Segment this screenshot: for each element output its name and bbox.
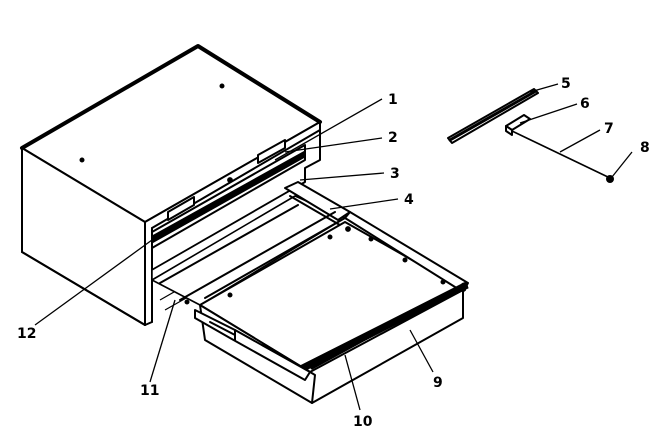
callout-7: 7 bbox=[604, 121, 614, 137]
screw-hole-top bbox=[219, 83, 225, 89]
drawer-handle-left bbox=[167, 196, 195, 221]
drawer-right-side bbox=[344, 211, 469, 293]
drawer-rivet-right-1 bbox=[368, 236, 374, 242]
drawer-stop bbox=[345, 226, 351, 232]
callout-3: 3 bbox=[390, 166, 400, 182]
callout-6: 6 bbox=[580, 96, 590, 112]
screw-hole-left bbox=[79, 157, 85, 163]
callout-11: 11 bbox=[140, 383, 159, 399]
part-bracket bbox=[505, 114, 531, 136]
callout-12: 12 bbox=[17, 326, 36, 342]
callout-4: 4 bbox=[404, 192, 414, 208]
rail-end-cap bbox=[460, 282, 468, 290]
drawer-rivet-right-2 bbox=[402, 257, 408, 263]
part-strip bbox=[447, 88, 539, 144]
callout-2: 2 bbox=[388, 130, 398, 146]
drawer-handle-top bbox=[257, 139, 286, 164]
drawer-rivet-right-3 bbox=[440, 279, 446, 285]
callout-8: 8 bbox=[640, 140, 650, 156]
callout-9: 9 bbox=[433, 375, 443, 391]
lock-keyhole bbox=[227, 177, 233, 183]
part-rod bbox=[511, 130, 611, 179]
callout-10: 10 bbox=[353, 414, 373, 430]
drawer-rivet-back bbox=[327, 234, 333, 240]
callout-labels: 1 2 3 4 5 6 7 8 9 10 11 12 bbox=[17, 76, 650, 430]
leader-lines bbox=[34, 83, 633, 411]
part-ball bbox=[606, 175, 614, 183]
callout-1: 1 bbox=[388, 92, 398, 108]
drawer-rivet-left bbox=[184, 299, 190, 305]
callout-5: 5 bbox=[561, 76, 571, 92]
open-drawer bbox=[151, 181, 469, 404]
drawer-rivet-mid bbox=[227, 292, 233, 298]
